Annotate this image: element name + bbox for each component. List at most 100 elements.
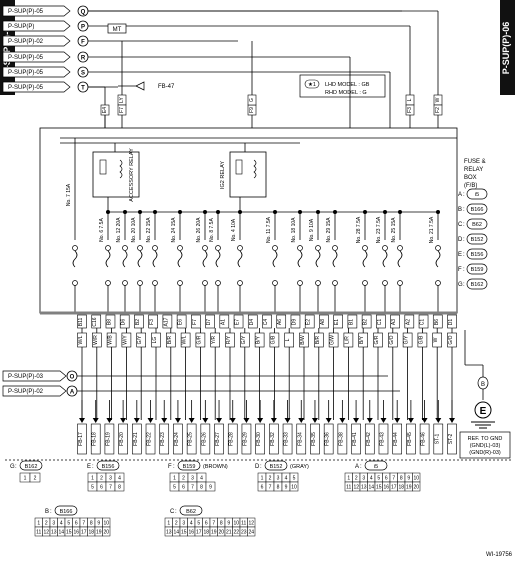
fb-terminal: FB-29 [241,400,252,455]
wire-color-label: G/B [418,335,424,344]
fb-terminal: FB-35 [310,400,320,455]
connector-view-pin: 21 [226,530,232,536]
fb-terminal-label: FB-19 [105,432,111,446]
pin: E6 [176,314,187,329]
connector-view-pin: 3 [191,476,194,482]
fb-terminal: ST-1 [433,400,444,455]
connector-view-pin: 4 [370,476,373,482]
connector-view-pin: 18 [203,530,209,536]
fb-terminal: FB-24 [173,400,183,455]
fb-terminal: FB-33 [282,400,293,455]
fb-terminal-label: FB-35 [311,432,317,446]
connector-view-pin: 8 [277,485,280,491]
ig2-relay-label: IG2 RELAY [220,161,226,189]
connector-view-pin: 5 [377,476,380,482]
connector-view-pin: 7 [269,485,272,491]
wire-color-label: G/W [330,335,336,345]
connector-view-colon: : [360,464,362,470]
connector-view-pin: 2 [34,476,37,482]
model-legend-line2: RHD MODEL : G [325,90,367,96]
top-connector-pin: T [81,86,85,92]
pin-label: A6 [277,319,283,325]
connector-view-pin: 19 [406,485,412,491]
connector-view-oval [96,460,120,471]
connector-view-pin: 10 [291,485,297,491]
wire-color-label: B/W [300,335,306,345]
fuse: No. 7 15A [66,138,78,313]
pin: A2 [404,314,415,329]
wire-tag: W/B [106,328,117,420]
fb-terminal-label: FB-36 [325,432,331,446]
wire-tag: G/R [195,328,206,420]
model-legend: ★1 LHD MODEL : GB RHD MODEL : G [299,74,386,98]
upper-wire-label: F2 [435,107,441,113]
fb-terminal: FB-19 [104,400,115,455]
fb-terminal-label: FB-28 [229,432,235,446]
pin-label: B8 [106,319,112,325]
fb-terminal-label: FB-38 [338,432,344,446]
wire-tag: G/B [417,328,428,420]
wire-color-label: W/Y [122,335,128,345]
fb-terminal-label: FB-29 [242,432,248,446]
connector-view-pin: 4 [285,476,288,482]
pin-label: D4 [249,319,255,326]
fb-terminal-label: FB-17 [78,432,84,446]
fuse-box-connector-letter: A [458,192,462,198]
top-connector-label: P-SUP(P)-05 [8,85,44,91]
fuse: No. 21 7.5A [429,210,441,313]
wire-color-label: G/O [448,335,454,344]
connector-arrow [2,35,71,47]
connector-view-pin: 10 [233,521,239,527]
fuse-box-connector: A:i5 [458,188,488,200]
pin-label: B2 [363,319,369,325]
connector-view-pin: 7 [212,521,215,527]
fuse-label: No. 7 15A [66,183,72,206]
pin: B2 [361,314,372,329]
pin: E1 [333,314,343,329]
pin: F7 [191,314,201,329]
fuse-box-title-line1: FUSE & [464,159,486,165]
fuse: No. 20 10A [131,210,143,313]
connector-view-pin: 7 [109,485,112,491]
fuse: No. 4 10A [231,210,243,313]
pin: C1 [418,314,429,329]
connector-arrow [2,51,71,63]
pin-label: B6 [434,319,440,325]
pin: A3 [390,314,400,329]
top-connector-label: P-SUP(P)-05 [8,70,44,76]
connector-view-pin: 1 [173,476,176,482]
connector-view-pin: 17 [81,530,87,536]
wire-tag: W [432,328,443,420]
fuse-label: No. 22 15A [146,217,152,243]
connector-view-id: B152 [270,464,283,470]
pin-label: C1 [377,319,383,326]
connector-view-pin: 14 [368,485,374,491]
pin: B11 [77,314,87,329]
connector-view-pin: 1 [167,521,170,527]
pin: B6 [432,314,443,329]
upper-wire-label: E4 [102,107,108,113]
fuse-label: No. 8 7.5A [209,218,215,242]
wire-color-label: G/O [389,335,395,344]
fb-terminal: FB-45 [406,400,416,455]
wire-color-label: W/B [108,335,114,345]
pin: B2 [134,314,144,329]
ground-symbol-label: E [480,406,487,417]
fuse-box-connector-oval [466,188,488,200]
pin: A8 [319,314,329,329]
upper-wire-label: F3 [407,107,413,113]
connector-view-pin: 6 [182,485,185,491]
connector-view-colon: : [92,464,94,470]
wire-color-label: G/Y [241,335,247,344]
fb-terminal-label: FB-34 [297,432,303,446]
fb-terminal-label: FB-43 [379,432,385,446]
wire-color-label: Y/R [211,335,217,344]
fb-terminal: FB-18 [90,400,101,455]
connector-view-pin: 22 [233,530,239,536]
